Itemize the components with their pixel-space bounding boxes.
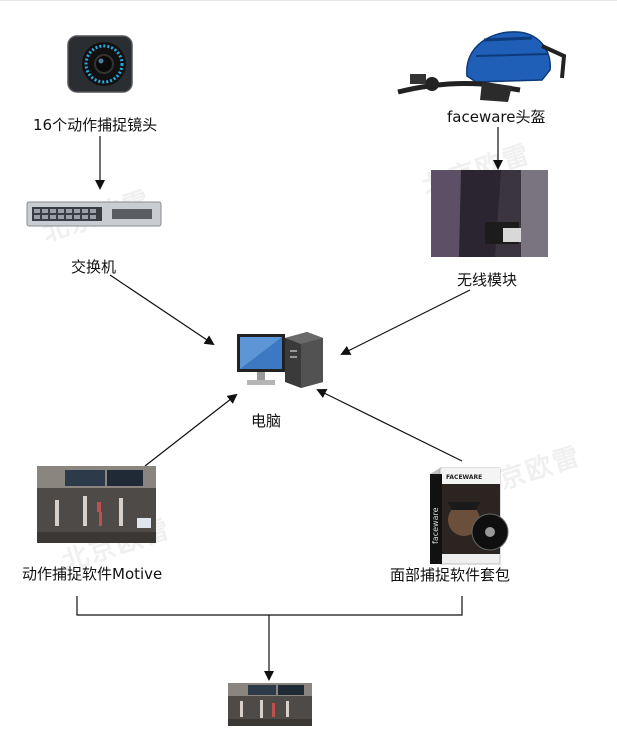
camera-image xyxy=(64,32,136,96)
network-switch-icon xyxy=(26,201,162,227)
helmet-label: faceware头盔 xyxy=(447,108,546,126)
arrow-motive-to-computer xyxy=(144,393,238,467)
faceware-helmet-icon xyxy=(397,31,567,102)
face-suite-image: faceware FACEWARE xyxy=(428,466,512,566)
face-suite-label: 面部捕捉软件套包 xyxy=(390,566,511,584)
arrow-wireless-to-computer xyxy=(340,289,471,355)
wireless-label: 无线模块 xyxy=(457,271,518,289)
desktop-computer-icon xyxy=(237,332,323,388)
bracket-merge-line xyxy=(76,596,463,616)
box-side-text: faceware xyxy=(431,507,440,544)
helmet-image xyxy=(392,26,572,106)
camera-label: 16个动作捕捉镜头 xyxy=(33,116,158,134)
wireless-module-photo xyxy=(431,170,548,257)
switch-label: 交换机 xyxy=(71,258,117,276)
box-brand-text: FACEWARE xyxy=(446,474,482,481)
motive-image xyxy=(37,466,156,543)
arrow-switch-to-computer xyxy=(109,274,215,346)
computer-label: 电脑 xyxy=(251,412,282,430)
faceware-software-box: faceware FACEWARE xyxy=(430,467,509,565)
motive-software-screenshot xyxy=(37,466,156,543)
motive-label: 动作捕捉软件Motive xyxy=(22,565,163,583)
output-screenshot-thumbnail xyxy=(228,683,312,726)
switch-image xyxy=(26,199,162,229)
wireless-image xyxy=(431,170,548,257)
motion-camera-icon xyxy=(67,35,133,93)
arrow-face-suite-to-computer xyxy=(316,389,463,462)
output-image xyxy=(228,683,312,726)
computer-image xyxy=(235,330,325,390)
top-border xyxy=(0,0,617,1)
